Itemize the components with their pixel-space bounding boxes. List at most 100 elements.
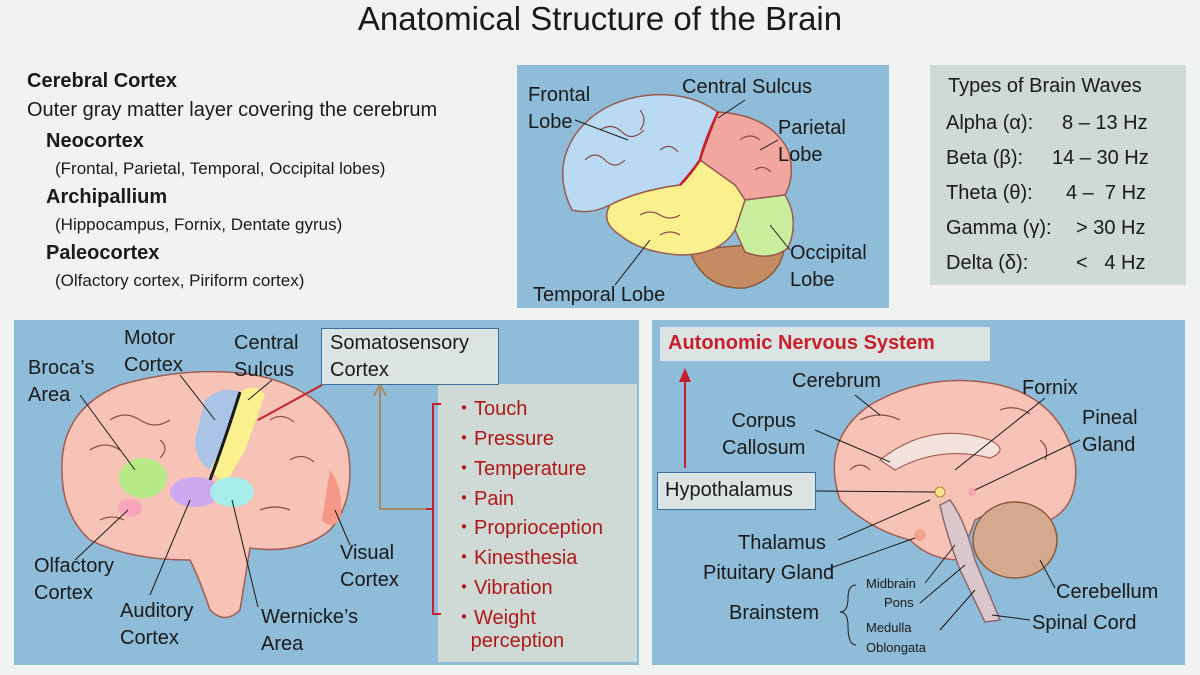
pineal-gland-label: Pineal Gland xyxy=(1082,407,1138,456)
thalamus-label: Thalamus xyxy=(738,532,826,554)
sulcus-leader xyxy=(717,99,746,119)
senses-arrow-line xyxy=(379,388,426,510)
visual-area-shape xyxy=(322,470,342,525)
neocortex-detail: (Frontal, Parietal, Temporal, Occipital … xyxy=(55,159,386,178)
occipital-leader xyxy=(769,224,791,251)
sense-proprioception: ・Proprioception xyxy=(454,517,603,539)
archipallium-detail: (Hippocampus, Fornix, Dentate gyrus) xyxy=(55,215,343,234)
hypothalamus-leader xyxy=(815,490,936,493)
occipital-lobe-label: Occipital Lobe xyxy=(790,242,867,291)
spinal-leader xyxy=(991,614,1031,621)
temporal-lobe-label: Temporal Lobe xyxy=(533,284,666,306)
auditory-label: Auditory Cortex xyxy=(120,600,194,649)
pons-label: Pons xyxy=(884,595,914,610)
parietal-leader xyxy=(759,139,779,151)
motor-leader xyxy=(179,374,216,421)
hypothalamus-dot xyxy=(934,486,946,498)
thalamus-leader xyxy=(837,499,931,541)
paleocortex-heading: Paleocortex xyxy=(46,242,160,264)
visual-leader xyxy=(334,509,351,546)
cerebellum-shape xyxy=(972,501,1058,579)
wave-range: 4 – 7 Hz xyxy=(1066,182,1147,204)
cerebrum-label: Cerebrum xyxy=(792,370,881,392)
sense-pain: ・Pain xyxy=(454,488,515,510)
pituitary-label: Pituitary Gland xyxy=(703,562,835,584)
hypothalamus-box xyxy=(657,472,816,510)
sense-vibration: ・Vibration xyxy=(454,577,553,599)
wave-row-gamma: Gamma (γ): > 30 Hz xyxy=(946,217,1145,240)
central-sulcus-label: Central Sulcus xyxy=(682,76,813,98)
areas-central-sulcus xyxy=(208,391,242,481)
midbrain-label: Midbrain xyxy=(866,576,916,591)
lobes-gyri-lines xyxy=(584,109,772,236)
cerebellum-leader xyxy=(1039,559,1056,589)
motor-cortex-label: Motor Cortex xyxy=(124,327,183,376)
cerebrum-leader xyxy=(854,394,881,416)
olfactory-area-shape xyxy=(118,499,142,517)
page-title: Anatomical Structure of the Brain xyxy=(357,0,843,37)
pons-leader xyxy=(919,564,966,604)
fornix-leader xyxy=(954,397,1046,471)
fornix-label: Fornix xyxy=(1022,377,1078,399)
central-sulcus-label-2: Central Sulcus xyxy=(234,332,299,381)
wernicke-area-shape xyxy=(210,477,254,507)
brainstem-brace xyxy=(839,584,857,646)
corpus-leader xyxy=(814,429,891,463)
central-sulcus-line xyxy=(679,111,720,186)
broca-label: Broca’s Area xyxy=(28,357,95,406)
broca-area-shape xyxy=(119,458,167,498)
brainstem-label: Brainstem xyxy=(729,602,820,624)
medulla-label: Medulla Oblongata xyxy=(866,620,926,655)
cerebellum-label: Cerebellum xyxy=(1056,581,1159,603)
frontal-lobe-label: Frontal Lobe xyxy=(528,84,591,133)
occipital-lobe-shape xyxy=(734,194,794,257)
sense-pressure: ・Pressure xyxy=(454,428,555,450)
sense-touch: ・Touch xyxy=(454,398,528,420)
wave-name: Gamma (γ): xyxy=(946,217,1052,239)
pituitary-dot xyxy=(914,529,926,541)
broca-leader xyxy=(79,394,136,471)
areas-gyri-lines xyxy=(89,414,315,521)
ans-heading: Autonomic Nervous System xyxy=(668,332,935,354)
senses-box xyxy=(438,384,637,662)
corpus-callosum-label: Corpus Callosum xyxy=(722,410,806,459)
auditory-leader xyxy=(149,499,191,596)
brain-waves-heading: Types of Brain Waves xyxy=(948,75,1142,97)
sense-kinesthesia: ・Kinesthesia xyxy=(454,547,578,569)
sense-weight: ・Weight xyxy=(454,607,536,629)
wave-row-beta: Beta (β): 14 – 30 Hz xyxy=(946,147,1149,170)
wave-range: < 4 Hz xyxy=(1076,252,1146,274)
parietal-lobe-label: Parietal Lobe xyxy=(778,117,846,166)
pituitary-leader xyxy=(824,537,916,571)
corpus-callosum-shape xyxy=(878,432,1001,471)
somatosensory-leader xyxy=(257,384,323,421)
archipallium-heading: Archipallium xyxy=(46,186,168,208)
olfactory-label: Olfactory Cortex xyxy=(34,555,115,604)
auditory-area-shape xyxy=(170,477,220,507)
wave-range: 14 – 30 Hz xyxy=(1052,147,1149,169)
olfactory-leader xyxy=(74,509,129,561)
wave-range: 8 – 13 Hz xyxy=(1062,112,1148,134)
midbrain-leader xyxy=(924,544,956,584)
brainstem-shape xyxy=(939,499,1002,623)
motor-cortex-shape xyxy=(195,389,240,470)
temporal-leader xyxy=(614,239,651,286)
wave-name: Delta (δ): xyxy=(946,252,1029,274)
cortex-description: Outer gray matter layer covering the cer… xyxy=(27,99,438,121)
wave-range: > 30 Hz xyxy=(1076,217,1146,239)
wave-name: Alpha (α): xyxy=(946,112,1034,134)
sulcus-leader-2 xyxy=(247,379,273,401)
ans-heading-box xyxy=(660,327,990,361)
pineal-dot xyxy=(968,488,976,496)
wave-row-alpha: Alpha (α): 8 – 13 Hz xyxy=(946,112,1148,135)
spinal-cord-label: Spinal Cord xyxy=(1032,612,1137,634)
paleocortex-detail: (Olfactory cortex, Piriform cortex) xyxy=(55,271,305,290)
wernicke-leader xyxy=(231,499,259,608)
neocortex-heading: Neocortex xyxy=(46,130,144,152)
wernicke-label: Wernicke’s Area xyxy=(261,606,359,655)
brain-waves-panel xyxy=(930,65,1186,285)
hypothalamus-label: Hypothalamus xyxy=(665,479,793,501)
